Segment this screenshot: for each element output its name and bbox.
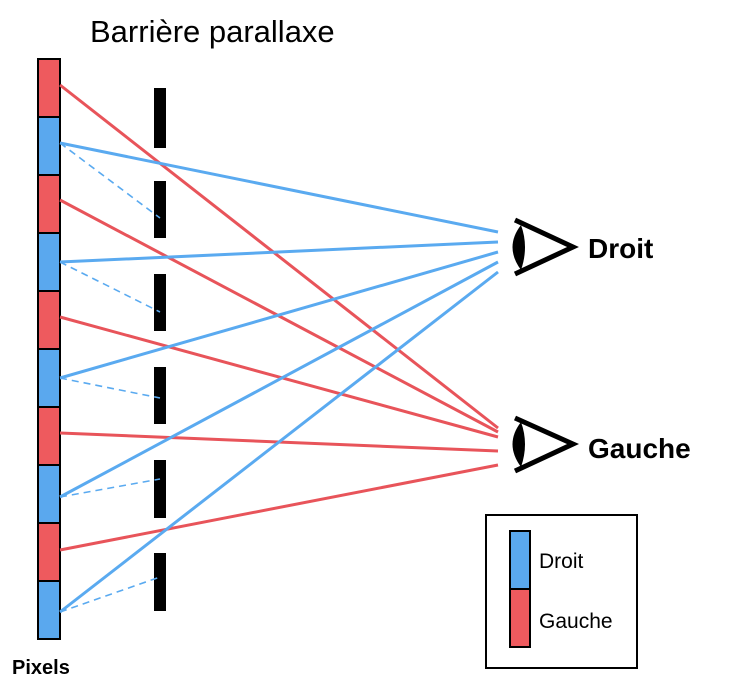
pixel-right — [37, 232, 61, 292]
barrier-slab — [154, 181, 166, 238]
pixel-left — [37, 522, 61, 582]
legend-label-right: Droit — [539, 550, 584, 573]
legend-frame — [485, 514, 638, 669]
right-eye-ray — [59, 270, 499, 614]
legend: Droit Gauche — [485, 514, 638, 669]
right-eye-icon — [512, 217, 579, 277]
pixel-right — [37, 116, 61, 176]
pixel-column — [37, 58, 61, 640]
barrier-slab — [154, 553, 166, 611]
blocked-ray — [59, 261, 161, 313]
left-eye-icon — [512, 415, 580, 474]
left-eye-ray — [59, 463, 499, 552]
blocked-ray — [59, 142, 161, 219]
legend-swatch-right — [509, 530, 531, 590]
left-eye-ray — [59, 315, 499, 439]
barrier-slab — [154, 274, 166, 331]
right-eye-ray — [59, 260, 499, 499]
right-eye-label: Droit — [588, 233, 653, 264]
pixel-left — [37, 58, 61, 118]
pixel-left — [37, 406, 61, 466]
parallax-barrier — [154, 88, 166, 611]
diagram-title: Barrière parallaxe — [90, 14, 335, 49]
right-eye-ray — [59, 240, 499, 264]
pixel-left — [37, 290, 61, 350]
pixel-left — [37, 174, 61, 234]
legend-label-left: Gauche — [539, 610, 613, 633]
barrier-slab — [154, 367, 166, 424]
blocked-ray — [59, 377, 161, 399]
legend-swatch-left — [509, 588, 531, 648]
pixels-label: Pixels — [12, 657, 70, 679]
left-eye-label: Gauche — [588, 433, 691, 464]
light-rays — [59, 83, 499, 614]
blocked-ray — [59, 576, 161, 613]
right-eye-ray — [59, 141, 499, 234]
barrier-slab — [154, 88, 166, 148]
pixel-right — [37, 580, 61, 640]
left-eye-ray — [59, 83, 499, 430]
right-eye-ray — [59, 250, 499, 380]
pixel-right — [37, 348, 61, 408]
blocked-ray — [59, 478, 161, 498]
pixel-right — [37, 464, 61, 524]
barrier-slab — [154, 460, 166, 518]
